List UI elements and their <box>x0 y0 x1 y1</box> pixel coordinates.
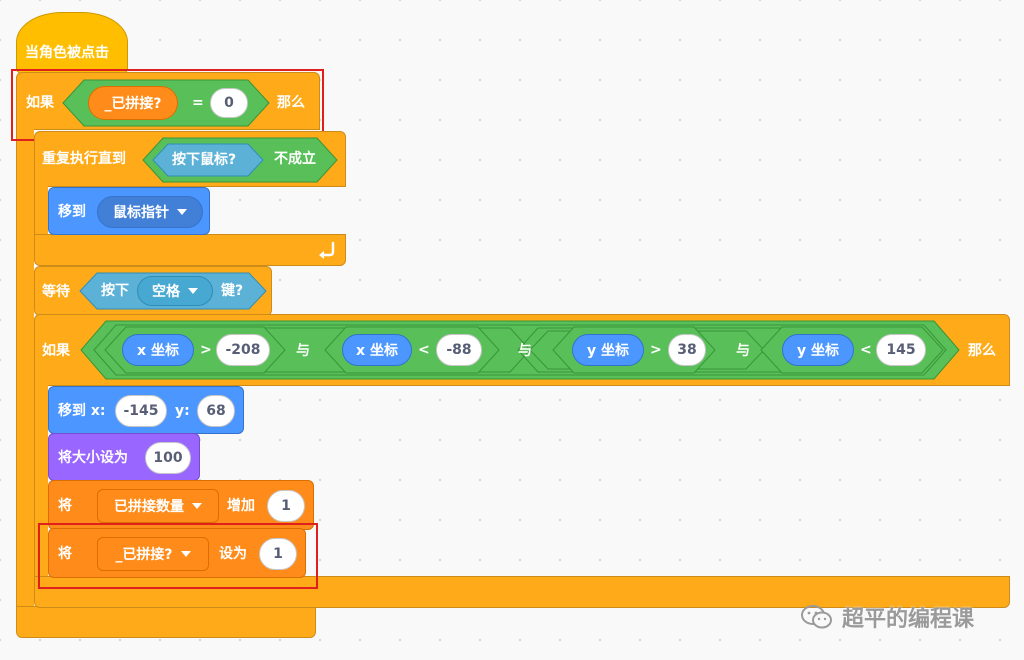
mouse-down-label: 按下鼠标? <box>172 152 237 168</box>
go-to-target-dropdown[interactable]: 鼠标指针 <box>97 196 203 228</box>
x-position-label: x 坐标 <box>137 343 179 359</box>
greater-operator: > <box>200 342 212 358</box>
x-min-value: -208 <box>225 342 261 358</box>
key-pressed-sensor[interactable]: 按下 空格 键? <box>79 272 267 310</box>
key-dropdown[interactable]: 空格 <box>137 276 213 306</box>
greater-operator: > <box>650 342 662 358</box>
repeat-arrow-icon <box>319 241 335 259</box>
change-by-value: 1 <box>281 498 291 514</box>
not-condition[interactable]: 按下鼠标? 不成立 <box>142 137 338 183</box>
go-to-target-value: 鼠标指针 <box>113 205 169 221</box>
less-operator: < <box>860 342 872 358</box>
set-to-value: 1 <box>273 546 283 562</box>
if2-label: 如果 <box>42 343 70 359</box>
set-variable-block[interactable]: 将 _已拼接? 设为 1 <box>48 528 306 578</box>
and-label-2: 与 <box>518 343 532 359</box>
y-value: 68 <box>206 403 226 419</box>
x-max-value: -88 <box>446 342 472 358</box>
condition-x-greater[interactable]: x 坐标 > -208 <box>104 326 286 374</box>
y-position-reporter[interactable]: y 坐标 <box>782 334 854 366</box>
key-suffix-label: 键? <box>221 283 244 299</box>
wait-until-label: 等待 <box>42 284 70 300</box>
variable-dropdown[interactable]: _已拼接? <box>97 537 209 571</box>
variable-name: _已拼接? <box>115 547 173 563</box>
mouse-down-sensor[interactable]: 按下鼠标? <box>152 143 264 177</box>
if-block-outer-arm <box>16 128 34 606</box>
size-input[interactable]: 100 <box>145 442 191 474</box>
if-block-inner-foot <box>34 576 1010 608</box>
set-variable-label: 将 <box>58 546 72 562</box>
variable-name: 已拼接数量 <box>114 499 184 515</box>
key-pressed-label: 按下 <box>101 283 129 299</box>
size-value: 100 <box>153 450 183 466</box>
repeat-until-foot <box>34 234 346 266</box>
dropdown-arrow-icon <box>188 288 198 294</box>
highlight-box-set-variable <box>38 523 318 589</box>
repeat-until-arm <box>34 186 48 236</box>
wait-until-block[interactable]: 等待 按下 空格 键? <box>34 266 272 316</box>
y-position-reporter[interactable]: y 坐标 <box>572 334 644 366</box>
equals-condition[interactable]: _已拼接? = 0 <box>62 79 270 127</box>
go-to-xy-label: 移到 x: <box>58 403 106 419</box>
equals-value: 0 <box>224 95 234 111</box>
joined-reporter[interactable]: _已拼接? <box>88 86 178 120</box>
change-variable-label: 将 <box>58 498 72 514</box>
y-min-input[interactable]: 38 <box>668 334 706 366</box>
wechat-icon <box>801 605 832 629</box>
change-by-input[interactable]: 1 <box>267 490 305 522</box>
if2-then-label: 那么 <box>968 343 996 359</box>
y-input[interactable]: 68 <box>197 395 235 427</box>
set-size-label: 将大小设为 <box>58 450 128 466</box>
condition-x-less[interactable]: x 坐标 < -88 <box>324 326 500 374</box>
dropdown-arrow-icon <box>180 551 191 557</box>
x-position-reporter[interactable]: x 坐标 <box>342 334 412 366</box>
if1-then-label: 那么 <box>277 95 305 111</box>
y-position-label: y 坐标 <box>797 343 839 359</box>
set-to-label: 设为 <box>219 546 247 562</box>
y-position-label: y 坐标 <box>587 343 629 359</box>
not-label: 不成立 <box>274 151 316 167</box>
watermark: 超平的编程课 <box>800 600 1010 634</box>
and-label-1: 与 <box>296 343 310 359</box>
x-input[interactable]: -145 <box>115 395 167 427</box>
dropdown-arrow-icon <box>177 209 187 215</box>
x-position-reporter[interactable]: x 坐标 <box>122 334 194 366</box>
and-label-3: 与 <box>736 343 750 359</box>
x-position-label: x 坐标 <box>356 343 398 359</box>
key-value: 空格 <box>152 284 180 300</box>
x-max-input[interactable]: -88 <box>436 334 482 366</box>
go-to-xy-block[interactable]: 移到 x: -145 y: 68 <box>48 386 244 434</box>
y-label: y: <box>175 403 190 419</box>
x-value: -145 <box>123 403 159 419</box>
equals-value-input[interactable]: 0 <box>210 88 248 118</box>
watermark-text: 超平的编程课 <box>842 607 975 632</box>
set-size-block[interactable]: 将大小设为 100 <box>48 433 200 481</box>
x-min-input[interactable]: -208 <box>216 334 270 366</box>
condition-y-greater[interactable]: y 坐标 > 38 <box>552 326 716 374</box>
equals-operator: = <box>192 95 204 111</box>
go-to-block[interactable]: 移到 鼠标指针 <box>48 187 210 235</box>
joined-reporter-label: _已拼接? <box>104 96 162 112</box>
if-block-outer-foot <box>16 606 316 638</box>
change-variable-block[interactable]: 将 已拼接数量 增加 1 <box>48 480 314 530</box>
when-sprite-clicked-hat[interactable]: 当角色被点击 <box>16 12 128 74</box>
dropdown-arrow-icon <box>192 503 202 509</box>
if1-label: 如果 <box>26 95 54 111</box>
hat-label: 当角色被点击 <box>25 45 109 61</box>
y-min-value: 38 <box>677 342 697 358</box>
set-to-input[interactable]: 1 <box>259 538 297 570</box>
change-by-label: 增加 <box>227 498 255 514</box>
less-operator: < <box>418 342 430 358</box>
if-block-inner-arm <box>34 385 48 577</box>
y-max-value: 145 <box>886 342 916 358</box>
variable-dropdown[interactable]: 已拼接数量 <box>97 489 219 523</box>
y-max-input[interactable]: 145 <box>876 334 926 366</box>
condition-y-less[interactable]: y 坐标 < 145 <box>760 326 944 374</box>
repeat-until-label: 重复执行直到 <box>42 151 126 167</box>
go-to-label: 移到 <box>58 204 86 220</box>
